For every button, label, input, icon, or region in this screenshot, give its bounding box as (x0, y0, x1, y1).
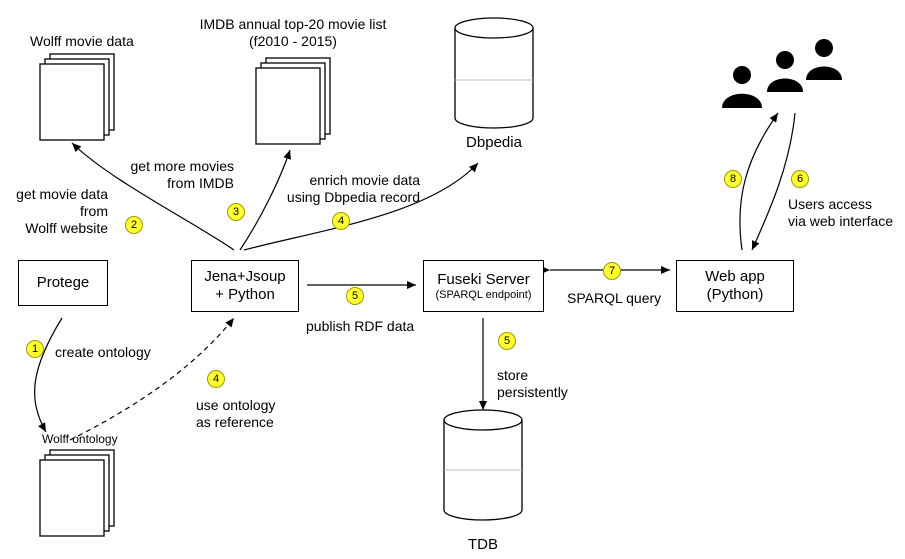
edge-label-get-more-movies: get more movies from IMDB (112, 158, 234, 192)
edge-label-publish-rdf: publish RDF data (306, 318, 415, 334)
jena-label-line2: + Python (215, 286, 275, 303)
webapp-label-line1: Web app (705, 268, 765, 285)
edge-4b-line-2: as reference (196, 414, 274, 430)
users-icon (722, 39, 842, 108)
step-badge-3: 3 (227, 203, 245, 221)
imdb-list-label-line1: IMDB annual top-20 movie list (199, 16, 387, 32)
edge-label-get-movie-data: get movie data from Wolff website (0, 186, 108, 237)
web-app-node: Web app (Python) (676, 260, 794, 312)
wolff-movie-data-label: Wolff movie data (30, 33, 134, 49)
edge-get-movie-data (71, 142, 235, 251)
edge-6-line-1: Users access (788, 196, 873, 212)
fuseki-subtitle: (SPARQL endpoint) (435, 288, 532, 301)
step-badge-2: 2 (125, 216, 143, 234)
step-badge-4-ontology: 4 (207, 370, 225, 388)
imdb-list-document-icon (255, 57, 331, 145)
edge-6-line-2: via web interface (788, 213, 894, 229)
edge-3-line-2: from IMDB (167, 175, 234, 191)
protege-node: Protege (18, 260, 108, 306)
edge-enrich-movie-data (243, 162, 479, 251)
step-badge-5-publish: 5 (346, 287, 364, 305)
wolff-ontology-document-icon (39, 449, 115, 537)
wolff-movie-data-document-icon (39, 53, 115, 141)
jena-label-line1: Jena+Jsoup (204, 268, 286, 285)
step-badge-8: 8 (724, 170, 742, 188)
edge-5b-line-2: persistently (497, 384, 568, 400)
edge-webapp-to-users (739, 112, 779, 251)
edge-3-line-1: get more movies (130, 158, 234, 174)
edge-4b-line-1: use ontology (196, 397, 276, 413)
edge-4a-line-2: using Dbpedia record (286, 189, 420, 205)
fuseki-server-node: Fuseki Server (SPARQL endpoint) (423, 260, 544, 312)
edge-2-line-2: from (80, 203, 108, 219)
edge-use-ontology (69, 317, 235, 441)
dbpedia-database-icon (454, 17, 534, 129)
edge-label-users-access: Users access via web interface (788, 196, 893, 230)
step-badge-1: 1 (26, 340, 44, 358)
imdb-list-title: IMDB annual top-20 movie list (f2010 - 2… (188, 16, 398, 50)
protege-label: Protege (36, 274, 90, 291)
tdb-label: TDB (468, 536, 498, 553)
edge-label-create-ontology: create ontology (55, 344, 151, 360)
fuseki-title: Fuseki Server (437, 270, 530, 288)
webapp-label-line2: (Python) (706, 286, 764, 303)
wolff-ontology-label: Wolff ontology (42, 432, 118, 446)
edge-users-access (751, 112, 796, 251)
edge-label-enrich-movie-data: enrich movie data using Dbpedia record (270, 172, 420, 206)
edge-label-sparql-query: SPARQL query (567, 290, 662, 306)
jena-jsoup-python-node: Jena+Jsoup + Python (191, 260, 299, 312)
edge-create-ontology (34, 317, 63, 433)
edge-label-store-persistently: store persistently (497, 367, 568, 401)
step-badge-6: 6 (791, 170, 809, 188)
step-badge-4-enrich: 4 (332, 212, 350, 230)
edge-2-line-1: get movie data (16, 186, 108, 202)
edge-4a-line-1: enrich movie data (309, 172, 420, 188)
edge-5b-line-1: store (497, 367, 529, 383)
imdb-list-label-line2: (f2010 - 2015) (249, 33, 337, 49)
dbpedia-label: Dbpedia (466, 134, 522, 151)
edge-get-more-movies (239, 149, 291, 251)
edge-2-line-3: Wolff website (25, 220, 108, 236)
tdb-database-icon (443, 409, 523, 521)
step-badge-5-store: 5 (498, 332, 516, 350)
step-badge-7: 7 (603, 262, 621, 280)
edge-label-use-ontology: use ontology as reference (196, 397, 275, 431)
